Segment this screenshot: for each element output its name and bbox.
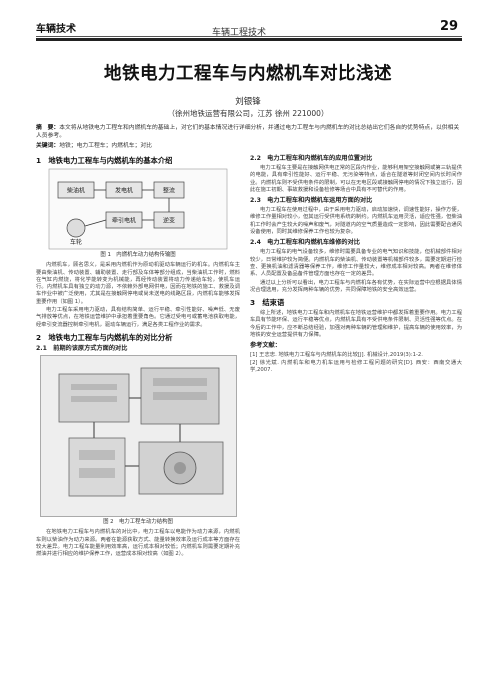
figure-1-caption: 图 1 内燃机车动力结构传输图 <box>100 252 176 258</box>
body-paragraph: 内燃机车，顾名思义，是采用内燃机作为原动机驱动车辆运行的机车。内燃机车主要由柴油… <box>36 262 240 305</box>
right-column: 2.2 电力工程车和内燃机车的应用位置对比 电力工程车主要是在接触网供电正常的区… <box>250 152 462 374</box>
fig1-label-engine: 柴油机 <box>67 187 85 195</box>
page-header: 车辆技术 车辆工程技术 29 <box>0 0 496 50</box>
fig1-label-wheel: 车轮 <box>70 238 82 246</box>
section-3-heading: 3 结束语 <box>250 298 285 308</box>
author: 刘银锋 <box>235 97 261 107</box>
keywords-text: 地铁；电力工程车；内燃机车；对比 <box>59 143 152 149</box>
section-2-heading: 2 地铁电力工程车与内燃机车的对比分析 <box>36 332 173 342</box>
keywords: 关键词：地铁；电力工程车；内燃机车；对比 <box>36 142 462 150</box>
figure-2-photo <box>39 354 237 517</box>
section-1-heading: 1 地铁电力工程车与内燃机车的基本介绍 <box>36 156 173 165</box>
references-heading: 参考文献： <box>250 342 281 350</box>
body-paragraph: 电力工程车的电气设备较多，维修时需要具备专业的电气知识和技能，但机械部件相对较少… <box>250 249 462 278</box>
body-paragraph: 综上所述，地铁电力工程车和内燃机车在地铁运营维护中都发挥着重要作用。电力工程车具… <box>250 310 462 339</box>
fig1-label-motor: 牵引电机 <box>112 217 136 225</box>
page-number: 29 <box>440 19 459 34</box>
fig1-label-generator: 发电机 <box>115 187 133 195</box>
body-paragraph: 在地铁电力工程车与内燃机车的对比中，电力工程车以电能作为动力来源，内燃机车则以柴… <box>36 529 240 558</box>
abstract-text: 本文将从地铁电力工程车和内燃机车的基础上，对它们的基本情况进行详细分析，并通过电… <box>36 125 460 139</box>
affiliation: （徐州地铁运营有限公司，江苏 徐州 221000） <box>167 109 329 118</box>
section-title: 车辆工程技术 <box>212 28 267 38</box>
article-title: 地铁电力工程车与内燃机车对比浅述 <box>104 64 392 84</box>
subsection-2-4-heading: 2.4 电力工程车和内燃机车维修的对比 <box>250 239 360 247</box>
journal-tag: 车辆技术 <box>36 24 76 35</box>
figure-2-caption: 图 2 电力工程车动力结构图 <box>103 518 173 525</box>
subsection-2-3-heading: 2.3 电力工程车和内燃机车运用方面的对比 <box>250 197 373 205</box>
header-rule-thick <box>36 38 462 41</box>
subsection-2-1-heading: 2.1 前期的该原方式方面的对比 <box>36 344 128 352</box>
body-paragraph: 电力工程车采用电力驱动，具有结构简单、运行平稳、牵引性能好、噪声低、无废气排放等… <box>36 307 240 328</box>
body-paragraph: 通过以上分析可以看出，电力工程车与内燃机车各有优势，在实际运营中应根据具体情况合… <box>250 279 462 293</box>
left-column: 1 地铁电力工程车与内燃机车的基本介绍 柴油机 发电机 整流 逆变 牵引电机 车… <box>36 152 240 559</box>
subsection-2-2-heading: 2.2 电力工程车和内燃机车的应用位置对比 <box>250 155 373 162</box>
abstract: 摘 要：本文将从地铁电力工程车和内燃机车的基础上，对它们的基本情况进行详细分析，… <box>36 124 462 140</box>
keywords-label: 关键词： <box>36 143 60 149</box>
fig1-label-rectifier: 整流 <box>163 187 175 195</box>
reference-item: [1] 王志忠. 地铁电力工程车与内燃机车的比较[J]. 机械设计,2019(3… <box>250 352 423 359</box>
body-paragraph: 电力工程车在使用过程中，由于采用电力驱动，启动加速快，调速性能好，操作方便，维修… <box>250 207 462 236</box>
figure-1-diagram: 柴油机 发电机 整流 逆变 牵引电机 车轮 <box>48 168 228 250</box>
fig1-label-inverter: 逆变 <box>163 217 175 225</box>
header-rule-thin <box>36 36 462 37</box>
fig1-wheel <box>66 218 86 238</box>
body-paragraph: 电力工程车主要是在接触网供电正常的区段内作业，能够利用架空接触网或第三轨提供的电… <box>250 165 462 193</box>
reference-item: [2] 徐光斌. 内燃机车和电力机车运用与检修工程问题的研究[D]. 西安：西南… <box>250 359 462 373</box>
abstract-label: 摘 要： <box>36 125 60 131</box>
